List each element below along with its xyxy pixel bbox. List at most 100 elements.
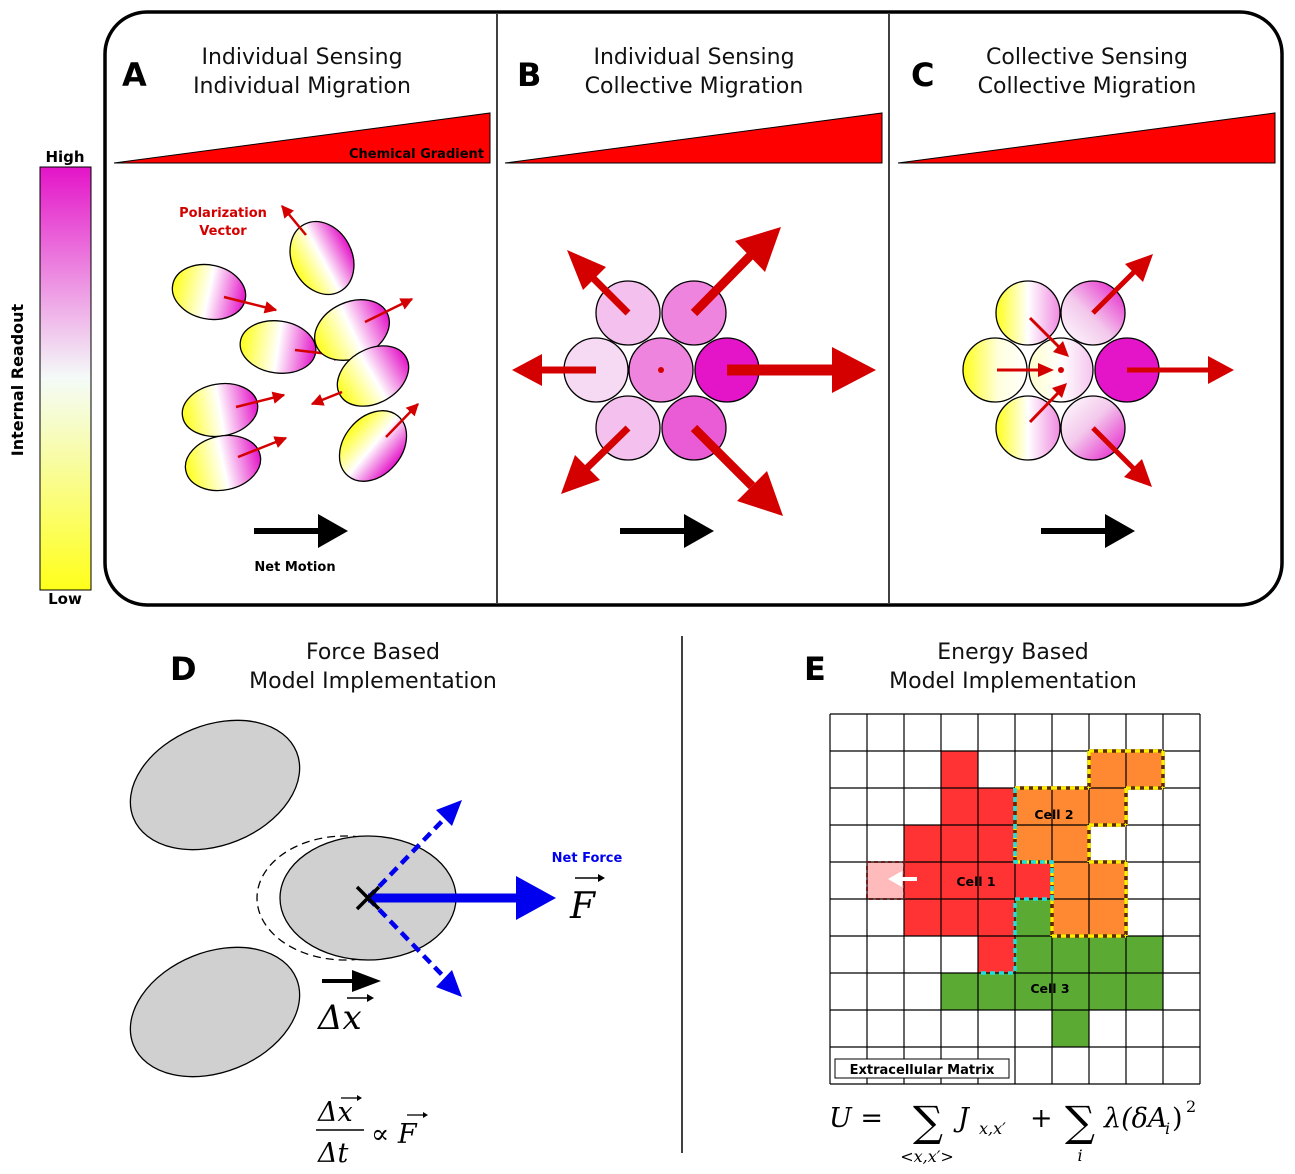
panel-e-title-line1: Energy Based — [937, 640, 1089, 665]
cell3-pixel — [1052, 1010, 1089, 1047]
svg-text:2: 2 — [1186, 1097, 1196, 1116]
panel-d-neighbor-cell — [129, 719, 301, 851]
panel-c-letter: C — [911, 56, 934, 94]
svg-text:x,x′: x,x′ — [979, 1119, 1006, 1138]
net-motion-arrow — [254, 514, 348, 548]
cell3-pixel — [941, 973, 978, 1010]
svg-text:<x,x′>: <x,x′> — [900, 1147, 954, 1166]
panel-b-arrow — [561, 425, 631, 494]
cell2-pixel — [1089, 899, 1126, 936]
extension-arrow — [888, 871, 917, 887]
cell3-pixel — [1052, 936, 1089, 973]
panel-b-title-line1: Individual Sensing — [593, 45, 794, 70]
cell2-pixel — [1089, 862, 1126, 899]
displacement-symbol: Δx — [316, 994, 374, 1038]
svg-text:Δx: Δx — [316, 998, 362, 1038]
svg-text:U =: U = — [829, 1103, 883, 1134]
svg-text:F: F — [569, 886, 597, 927]
net-motion-label: Net Motion — [254, 560, 335, 575]
cell1-pixel — [978, 899, 1015, 936]
ecm-label-box — [834, 1058, 1010, 1079]
panel-b-net-motion-arrow — [620, 514, 714, 548]
svg-text:Δx: Δx — [317, 1097, 353, 1128]
lattice-grid — [829, 713, 1201, 1085]
cell2-pixel — [1015, 825, 1052, 862]
panel-c-title-line1: Collective Sensing — [986, 45, 1188, 70]
svg-text:∝ F: ∝ F — [371, 1119, 418, 1150]
net-force-label: Net Force — [552, 851, 623, 866]
panel-a-letter: A — [122, 56, 147, 94]
panel-c-cell — [995, 280, 1061, 346]
panel-b: B Individual Sensing Collective Migratio… — [504, 45, 883, 548]
net-force-arrow — [368, 876, 556, 920]
panel-a-gradient-wedge — [113, 112, 491, 164]
cell3-pixel — [1052, 973, 1089, 1010]
cell3-pixel — [1015, 936, 1052, 973]
cell2-pixel — [1089, 788, 1126, 825]
cell3-label: Cell 3 — [1030, 981, 1069, 996]
sum-symbol: ∑ — [913, 1097, 943, 1146]
top-frame — [103, 10, 1284, 607]
panel-b-letter: B — [517, 56, 541, 94]
cell3-pixel — [1015, 973, 1052, 1010]
panel-c-gradient-wedge — [897, 112, 1276, 164]
svg-text:i: i — [1077, 1146, 1082, 1165]
panel-c-outward-arrow — [1091, 426, 1152, 487]
cell1-pixel — [978, 862, 1015, 899]
panel-e-title-line2: Model Implementation — [889, 669, 1137, 694]
force-symbol: F — [569, 874, 605, 927]
cell1-pixel — [941, 788, 978, 825]
svg-text:J: J — [953, 1103, 971, 1134]
cell3-pixel — [1126, 936, 1163, 973]
cell-interface-boundary — [978, 788, 1054, 975]
panel-c-center-dot — [1058, 367, 1064, 373]
svg-text:λ(δA: λ(δA — [1103, 1103, 1167, 1134]
panel-d-title-line2: Model Implementation — [249, 669, 497, 694]
panel-b-arrow — [690, 227, 781, 317]
panel-c-inward-arrow — [1028, 316, 1069, 357]
cell3-pixel — [1089, 936, 1126, 973]
panel-a-cell — [338, 403, 419, 482]
colorbar-gradient — [39, 166, 92, 591]
cell1-pixel — [941, 899, 978, 936]
panel-c-inward-arrow — [1028, 383, 1067, 424]
force-component-arrow-up — [366, 800, 462, 900]
svg-text:Δt: Δt — [317, 1138, 348, 1169]
sum-symbol: ∑ — [1065, 1097, 1095, 1146]
cell1-extension-outline — [866, 861, 905, 900]
panel-b-arrow — [727, 347, 876, 393]
cell2-pixel — [1052, 825, 1089, 862]
cell2-label: Cell 2 — [1034, 807, 1073, 822]
polarization-label-line1: Polarization — [179, 206, 267, 221]
panel-a-cell — [181, 382, 286, 438]
cell1-label: Cell 1 — [956, 874, 995, 889]
panel-c-net-motion-arrow — [1041, 514, 1135, 548]
panel-b-title-line2: Collective Migration — [585, 74, 804, 99]
cell1-pixel — [978, 825, 1015, 862]
cell2-pixel — [1052, 862, 1089, 899]
panel-d-title-line1: Force Based — [306, 640, 440, 665]
cell2-pixel — [1089, 751, 1126, 788]
cell2-pixel — [1052, 899, 1089, 936]
panel-c-inward-arrow — [997, 363, 1054, 377]
cell1-pixel — [941, 862, 978, 899]
colorbar-low-label: Low — [48, 590, 82, 608]
polarization-label-line2: Vector — [199, 224, 247, 239]
cell3-pixel — [978, 973, 1015, 1010]
panel-b-center-dot — [658, 367, 664, 373]
panel-e: E Energy Based Model Implementation Cell… — [804, 640, 1201, 1166]
panel-d-neighbor-cell — [129, 946, 301, 1078]
panel-a-title-line1: Individual Sensing — [201, 45, 402, 70]
panel-a-title-line2: Individual Migration — [193, 74, 411, 99]
panel-a-gradient-label: Chemical Gradient — [349, 147, 484, 162]
panel-c-cell — [995, 395, 1061, 461]
color-bar: High Low Internal Readout — [8, 148, 92, 608]
panel-d: D Force Based Model Implementation Net F… — [129, 640, 623, 1169]
ecm-label: Extracellular Matrix — [850, 1063, 995, 1078]
cell2-pixel — [1052, 788, 1089, 825]
hamiltonian-equation: U = ∑ <x,x′> J x,x′ + ∑ i λ(δA i ) 2 — [829, 1097, 1196, 1166]
panel-a-cell — [184, 434, 288, 492]
cell1-pixel — [941, 825, 978, 862]
cell1-pixel — [904, 899, 941, 936]
